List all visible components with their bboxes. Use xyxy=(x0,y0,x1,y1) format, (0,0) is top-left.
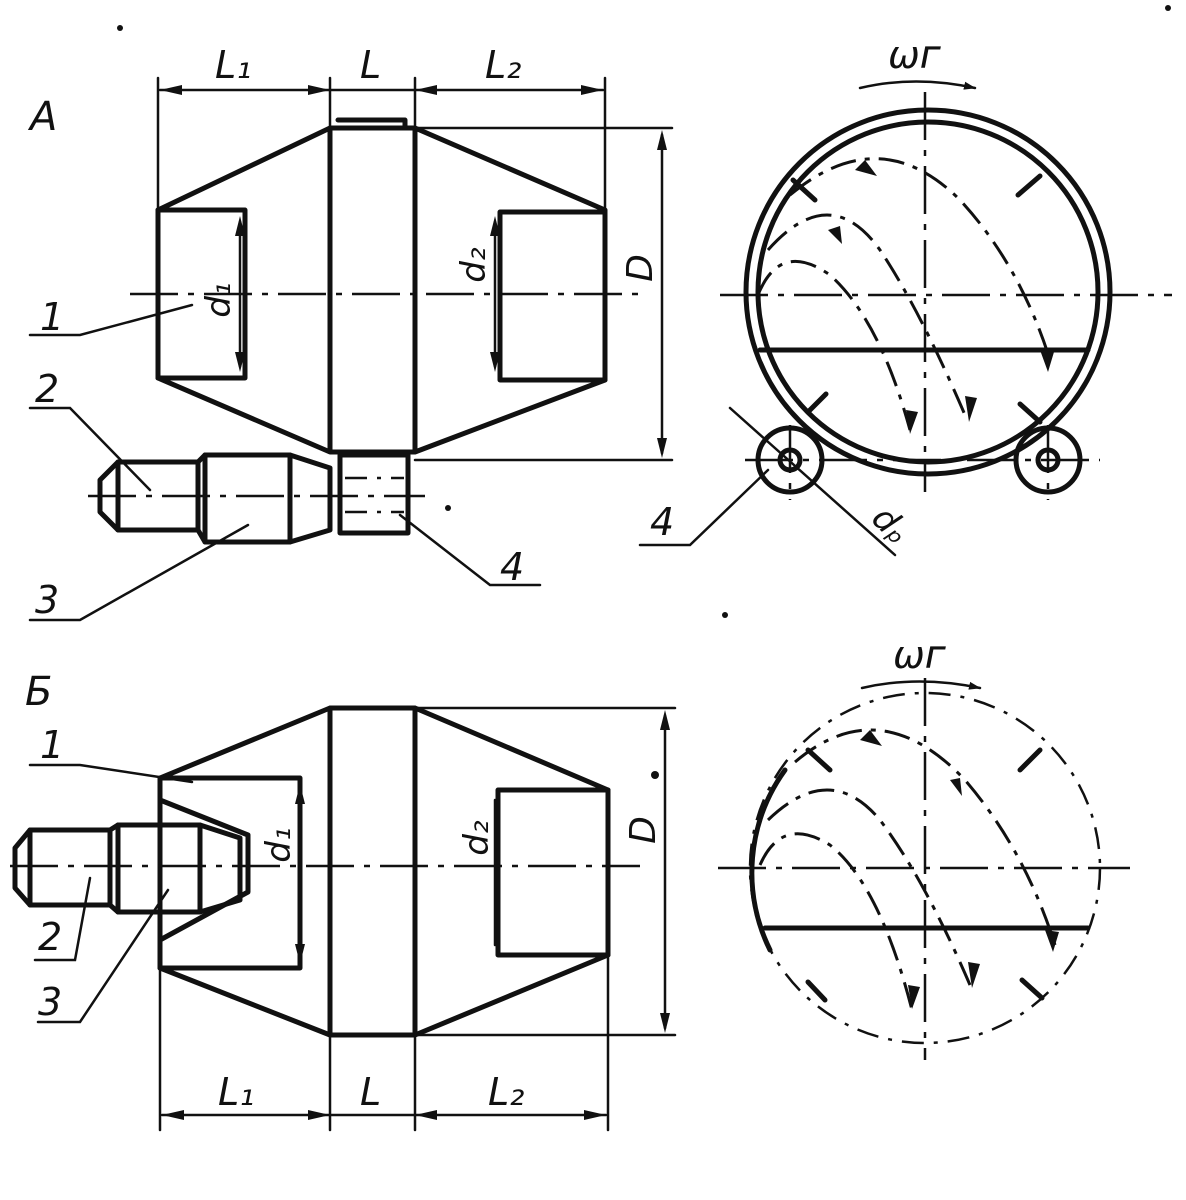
omega-label-a: ωᴦ xyxy=(888,33,942,77)
callout-2-b: 2 xyxy=(38,915,62,959)
dim-d-big-b: D xyxy=(623,816,664,844)
drum-body-b xyxy=(157,705,611,1038)
flow-path-a-1 xyxy=(789,157,1052,361)
callout-2-a: 2 xyxy=(35,367,59,411)
view-a-side: A L₁ L L₂ d₁ d₂ D xyxy=(27,43,674,622)
burner-assembly-b xyxy=(12,822,243,915)
dim-l1-bottom: L₁ xyxy=(218,1070,254,1114)
dim-l2-top: L₂ xyxy=(485,43,521,87)
view-b-section: ωᴦ xyxy=(718,633,1130,1060)
dim-l-bottom: L xyxy=(360,1070,381,1114)
dim-l2-bottom: L₂ xyxy=(488,1070,524,1114)
drum-shell-outer-a xyxy=(743,107,1113,477)
view-a-section: ωᴦ dₚ 4 xyxy=(638,33,1172,557)
dim-l1-top: L₁ xyxy=(215,43,251,87)
flow-path-b-1 xyxy=(794,728,1057,946)
callout-1-a: 1 xyxy=(40,295,64,339)
view-a-label: A xyxy=(27,94,57,140)
view-b-label: Б xyxy=(25,669,52,715)
dim-d1-a: d₁ xyxy=(199,282,239,317)
dim-l-top: L xyxy=(360,43,381,87)
callout-3-a: 3 xyxy=(35,578,59,622)
outlet-opening-a xyxy=(497,209,608,383)
view-b-side: Б d₁ d₂ D L₁ L L₂ xyxy=(10,669,677,1132)
outlet-opening-b xyxy=(495,787,611,958)
dim-d-roller: dₚ xyxy=(864,498,918,552)
omega-label-b: ωᴦ xyxy=(893,633,947,677)
dim-d2-b: d₂ xyxy=(457,820,497,856)
callout-3-b: 3 xyxy=(38,980,62,1024)
callout-1-b: 1 xyxy=(40,723,64,767)
callout-4-a-section: 4 xyxy=(650,500,674,544)
dim-d2-a: d₂ xyxy=(454,247,494,283)
dim-d1-b: d₁ xyxy=(259,827,299,862)
callout-4-a: 4 xyxy=(500,545,524,589)
burner-assembly-a xyxy=(88,452,425,545)
dim-d-big-a: D xyxy=(620,254,661,282)
